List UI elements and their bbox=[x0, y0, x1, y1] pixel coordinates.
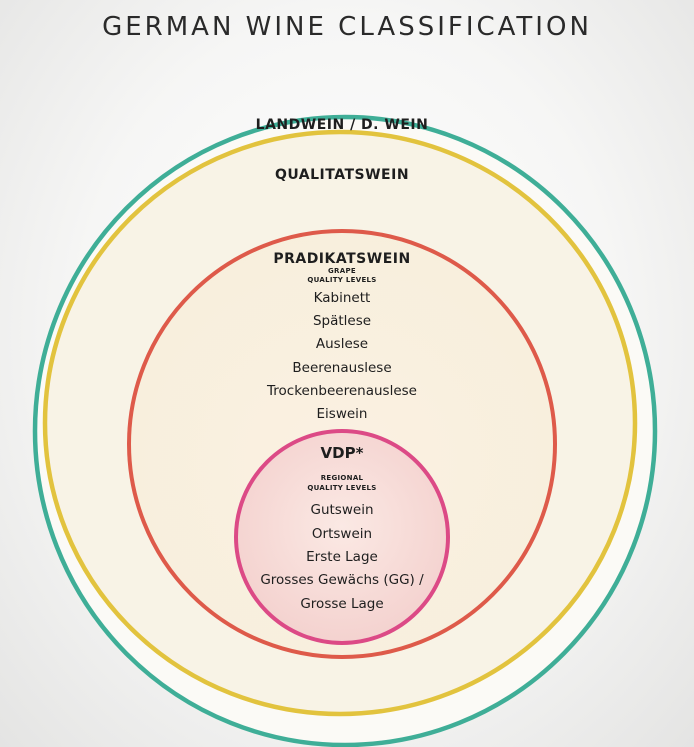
landwein-label: LANDWEIN / D. WEIN bbox=[256, 117, 429, 133]
qualitatswein-label: QUALITATSWEIN bbox=[275, 167, 409, 183]
pradikatswein-item: Eiswein bbox=[317, 406, 368, 422]
pradikatswein-item: Trockenbeerenauslese bbox=[266, 383, 417, 399]
pradikatswein-label: PRADIKATSWEIN bbox=[273, 251, 410, 267]
pradikatswein-items: Kabinett Spätlese Auslese Beerenauslese … bbox=[266, 290, 417, 422]
vdp-sublabel-line2: QUALITY LEVELS bbox=[307, 484, 376, 492]
vdp-item: Ortswein bbox=[312, 526, 372, 542]
vdp-ring bbox=[234, 429, 450, 645]
pradikatswein-sublabel-line2: QUALITY LEVELS bbox=[307, 276, 376, 284]
pradikatswein-item: Spätlese bbox=[313, 313, 371, 329]
diagram-title: GERMAN WINE CLASSIFICATION bbox=[102, 12, 592, 42]
pradikatswein-sublabel-line1: GRAPE bbox=[328, 267, 356, 275]
vdp-item: Gutswein bbox=[311, 502, 374, 518]
vdp-item: Grosses Gewächs (GG) / bbox=[260, 572, 424, 588]
vdp-sublabel-line1: REGIONAL bbox=[321, 474, 364, 482]
vdp-item: Grosse Lage bbox=[300, 596, 383, 612]
vdp-items: Gutswein Ortswein Erste Lage Grosses Gew… bbox=[260, 502, 424, 612]
pradikatswein-item: Kabinett bbox=[314, 290, 371, 306]
pradikatswein-item: Beerenauslese bbox=[292, 360, 391, 376]
vdp-label: VDP* bbox=[321, 444, 364, 462]
pradikatswein-item: Auslese bbox=[316, 336, 368, 352]
vdp-item: Erste Lage bbox=[306, 549, 378, 565]
